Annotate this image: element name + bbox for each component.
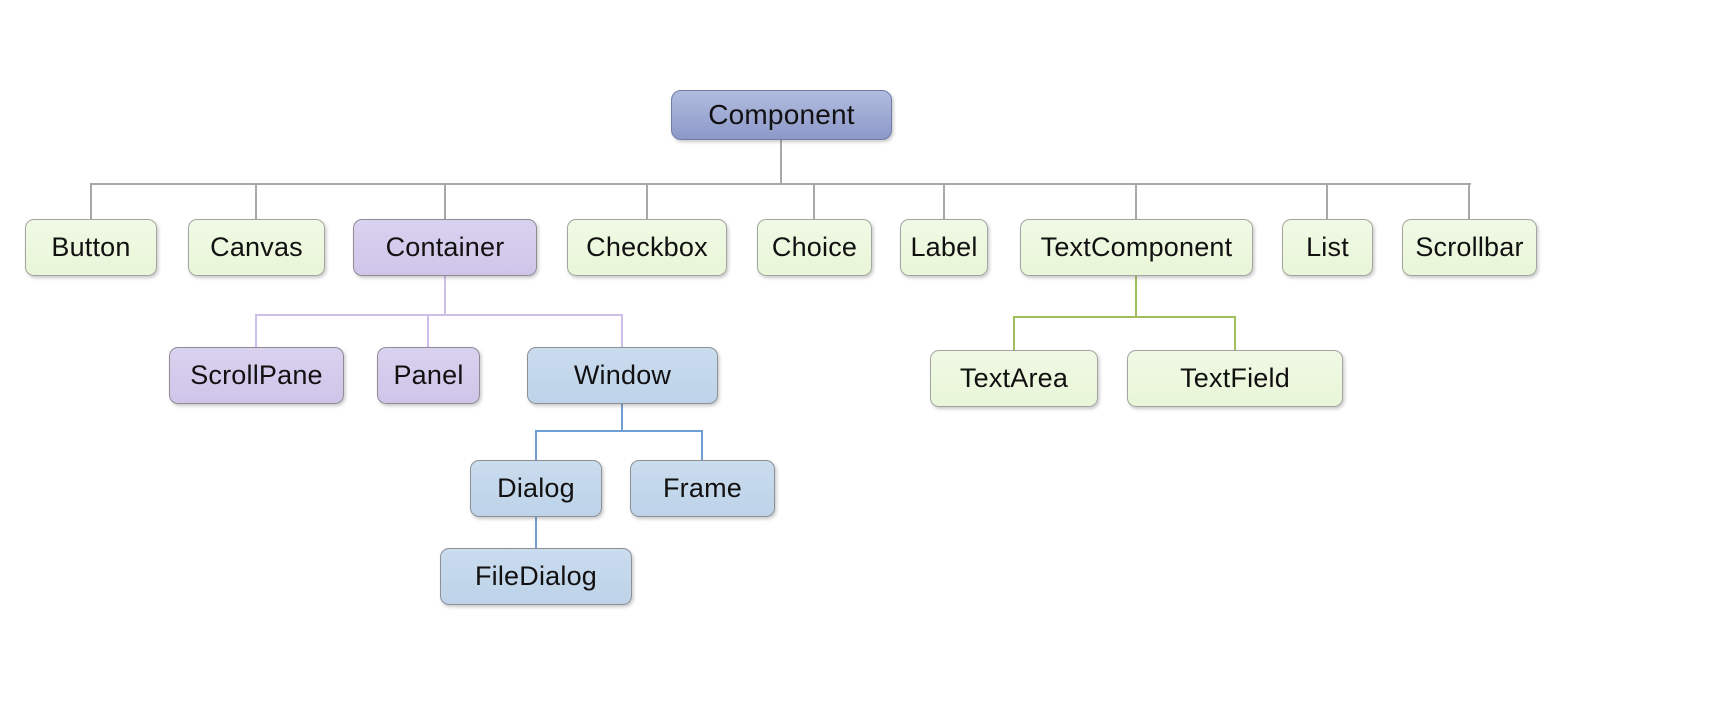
- connector-drop-frame: [701, 430, 703, 460]
- connector-drop-label: [943, 183, 945, 219]
- node-checkbox: Checkbox: [567, 219, 727, 276]
- connector-drop-container: [444, 183, 446, 219]
- node-label: Label: [900, 219, 988, 276]
- connector-drop-textcomponent: [1135, 183, 1137, 219]
- connector-drop-checkbox: [646, 183, 648, 219]
- connector-container-rail: [256, 314, 623, 316]
- connector-textcomponent-rail: [1014, 316, 1236, 318]
- node-scrollbar: Scrollbar: [1402, 219, 1537, 276]
- node-frame: Frame: [630, 460, 775, 517]
- connector-window-stem: [621, 404, 623, 432]
- connector-drop-scrollbar: [1468, 183, 1470, 219]
- node-canvas: Canvas: [188, 219, 325, 276]
- node-textfield: TextField: [1127, 350, 1343, 407]
- connector-textcomponent-stem: [1135, 276, 1137, 318]
- connector-level1-rail: [91, 183, 1471, 185]
- connector-component-stem: [780, 140, 782, 183]
- node-list: List: [1282, 219, 1373, 276]
- node-filedialog: FileDialog: [440, 548, 632, 605]
- connector-drop-textfield: [1234, 316, 1236, 350]
- connector-drop-textarea: [1013, 316, 1015, 350]
- connector-drop-scrollpane: [255, 314, 257, 347]
- connector-container-stem: [444, 276, 446, 316]
- connector-drop-choice: [813, 183, 815, 219]
- node-scrollpane: ScrollPane: [169, 347, 344, 404]
- node-container: Container: [353, 219, 537, 276]
- connector-drop-button: [90, 183, 92, 219]
- connector-drop-panel: [427, 314, 429, 347]
- connector-drop-canvas: [255, 183, 257, 219]
- connector-window-rail: [536, 430, 703, 432]
- connector-drop-dialog: [535, 430, 537, 460]
- connector-drop-window: [621, 314, 623, 347]
- node-window: Window: [527, 347, 718, 404]
- connector-dialog-filedialog: [535, 517, 537, 548]
- node-textcomponent: TextComponent: [1020, 219, 1253, 276]
- node-button: Button: [25, 219, 157, 276]
- node-component: Component: [671, 90, 892, 140]
- node-choice: Choice: [757, 219, 872, 276]
- node-textarea: TextArea: [930, 350, 1098, 407]
- node-panel: Panel: [377, 347, 480, 404]
- node-dialog: Dialog: [470, 460, 602, 517]
- connector-drop-list: [1326, 183, 1328, 219]
